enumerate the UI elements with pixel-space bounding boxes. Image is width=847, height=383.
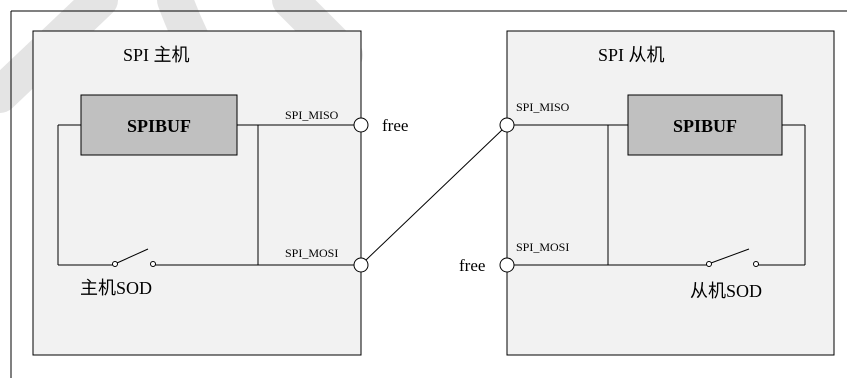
master-spibuf-box (80, 94, 238, 156)
slave-panel-box (506, 30, 835, 356)
slave-spibuf-box (627, 94, 783, 156)
master-miso-label: SPI_MISO (285, 108, 339, 122)
slave-free-label: free (459, 256, 485, 275)
master-mosi-label: SPI_MOSI (285, 246, 338, 260)
slave-panel: SPI 从机 SPIBUF 从机SOD SPI_MISO SPI_MOSI fr… (459, 30, 835, 356)
master-title: SPI 主机 (123, 45, 190, 65)
slave-sod-label: 从机SOD (690, 281, 762, 301)
master-free-label: free (382, 116, 408, 135)
mosi-to-miso-link (365, 129, 503, 261)
slave-mosi-terminal (499, 257, 515, 273)
slave-title: SPI 从机 (598, 45, 665, 65)
master-miso-terminal (353, 117, 369, 133)
master-panel-box (32, 30, 362, 356)
master-sod-switch (112, 248, 156, 267)
slave-sod-switch (706, 248, 759, 267)
master-sod-label: 主机SOD (80, 278, 152, 298)
master-panel: SPI 主机 SPIBUF 主机SOD SPI_MISO SPI_MOSI fr… (32, 30, 408, 356)
master-mosi-terminal (353, 257, 369, 273)
master-wiring (57, 124, 354, 266)
slave-mosi-label: SPI_MOSI (516, 240, 569, 254)
slave-spibuf-label: SPIBUF (673, 116, 737, 136)
master-spibuf-label: SPIBUF (127, 116, 191, 136)
slave-wiring (506, 124, 806, 266)
slave-miso-terminal (499, 117, 515, 133)
slave-miso-label: SPI_MISO (516, 100, 570, 114)
